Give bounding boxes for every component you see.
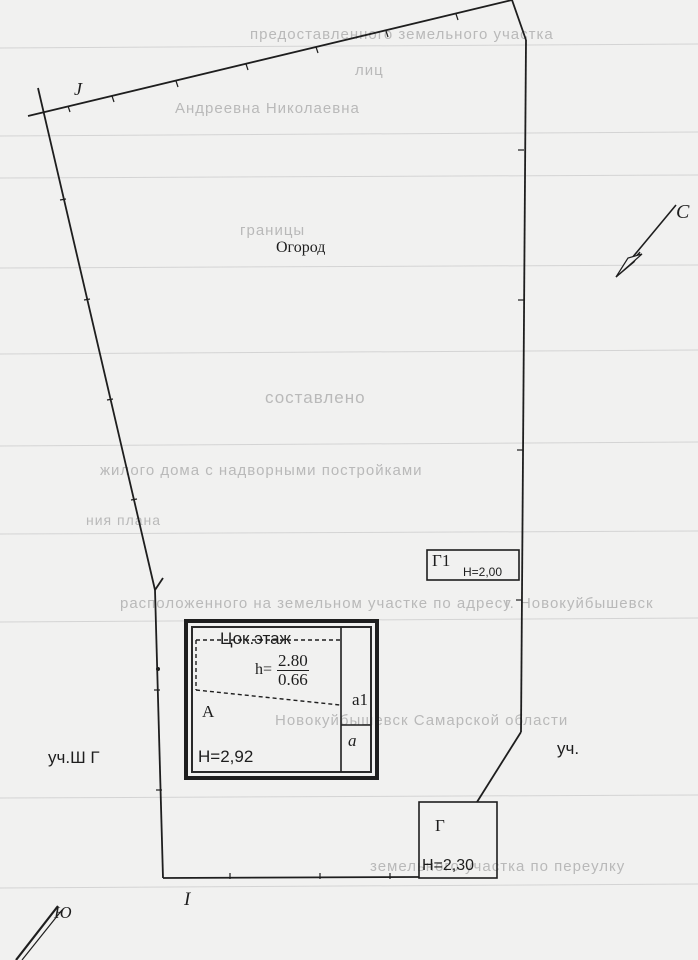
ghost-text-line: г. Новокуйбышевск (505, 595, 654, 612)
outbuilding-g1 (426, 549, 520, 581)
north-label: С (676, 201, 690, 223)
outbuilding-g1-letter: Г1 (432, 551, 451, 570)
ghost-text-line: границы (240, 222, 306, 239)
basement-outline (195, 639, 341, 706)
boundary-point-j: J (74, 79, 82, 99)
boundary-south (162, 876, 420, 879)
ghost-text-line: расположенного на земельном участке по а… (120, 595, 512, 612)
house-inner-wall (191, 626, 372, 773)
house-outer-wall (184, 619, 379, 780)
ghost-text-line: лиц (355, 62, 384, 79)
house-height: H=2,92 (198, 747, 254, 766)
house-height-fraction: 2.80 0.66 (277, 652, 309, 689)
house-h-numerator: 2.80 (277, 651, 309, 671)
south-label: Ю (54, 903, 72, 922)
ghost-text-line: составлено (265, 388, 366, 407)
annex-a-label: a (348, 731, 357, 750)
boundary-west-upper (37, 87, 156, 591)
ghost-text-line: предоставленного земельного участка (250, 26, 554, 43)
outbuilding-g (418, 801, 498, 879)
neighbor-left-label: уч.Ш Г (48, 748, 100, 767)
neighbor-right-label: уч. (557, 739, 580, 758)
boundary-east-lower (476, 731, 522, 803)
boundary-point-i: I (184, 889, 191, 910)
annex-a1-label: a1 (352, 690, 369, 709)
ghost-text-line: ния плана (86, 512, 162, 528)
outbuilding-g1-height: H=2,00 (463, 565, 503, 579)
outbuilding-g-height: H=2,30 (422, 857, 475, 874)
south-arrow (15, 905, 63, 960)
north-arrow (615, 204, 677, 278)
survey-point (156, 667, 160, 671)
house-floor-label: Цок.этаж (220, 629, 291, 648)
boundary-east-middle (520, 39, 527, 733)
background-lines (0, 43, 698, 889)
garden-label: Огород (276, 239, 326, 256)
boundary-east-upper (511, 0, 527, 41)
parcel-boundary (27, 0, 527, 879)
boundary-west-lower (154, 589, 164, 879)
house-h-denominator: 0.66 (278, 669, 308, 689)
house-h-prefix: h= (255, 661, 273, 678)
outbuilding-g-letter: Г (435, 816, 445, 835)
boundary-ticks (59, 13, 524, 879)
boundary-north (27, 0, 513, 117)
ghost-text-line: Андреевна Николаевна (175, 100, 360, 117)
ghost-text-line: жилого дома с надворными постройками (100, 462, 423, 479)
house-letter: А (202, 702, 215, 721)
